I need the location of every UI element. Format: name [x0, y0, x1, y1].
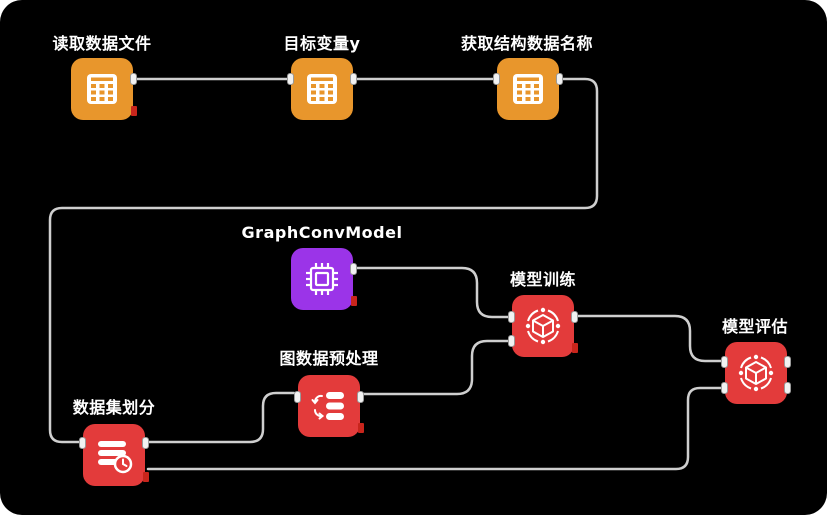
output-port[interactable]	[350, 73, 357, 85]
status-flag	[143, 472, 149, 482]
node-graphconvmodel[interactable]	[291, 248, 357, 310]
status-flag	[572, 343, 578, 353]
edge-preprocess-to-train[interactable]	[361, 339, 511, 396]
input-port[interactable]	[721, 382, 728, 394]
dataset-split-icon	[98, 441, 133, 474]
node-label-model-training: 模型训练	[509, 270, 577, 289]
node-model-training[interactable]	[508, 295, 578, 357]
edge-gcn-to-train[interactable]	[354, 266, 511, 319]
edge-getname-to-split[interactable]	[48, 77, 599, 444]
node-model-evaluation[interactable]	[721, 342, 791, 404]
table-grid-icon	[307, 74, 337, 104]
node-label-dataset-split: 数据集划分	[72, 398, 156, 417]
output-port[interactable]	[350, 263, 357, 275]
status-flag	[351, 296, 357, 306]
output-port[interactable]	[784, 382, 791, 394]
node-graph-preprocess[interactable]	[294, 375, 364, 437]
input-port[interactable]	[287, 73, 294, 85]
table-grid-icon	[87, 74, 117, 104]
node-label-read-data-file: 读取数据文件	[52, 34, 152, 53]
cpu-chip-icon	[306, 263, 338, 295]
edge-split-to-preprocess[interactable]	[146, 391, 296, 444]
input-port[interactable]	[79, 437, 86, 449]
edge-split-to-eval[interactable]	[146, 386, 724, 471]
node-label-target-variable: 目标变量y	[283, 34, 361, 53]
output-port[interactable]	[357, 391, 364, 403]
node-label-graphconvmodel: GraphConvModel	[241, 223, 403, 242]
preprocess-icon	[311, 392, 344, 420]
input-port[interactable]	[721, 356, 728, 368]
output-port[interactable]	[130, 73, 137, 85]
table-grid-icon	[513, 74, 543, 104]
status-flag	[358, 423, 364, 433]
node-get-structure-name[interactable]	[493, 58, 563, 120]
output-port[interactable]	[556, 73, 563, 85]
edge-train-to-eval[interactable]	[576, 314, 724, 363]
input-port[interactable]	[508, 311, 515, 323]
node-read-data-file[interactable]	[71, 58, 137, 120]
node-label-model-evaluation: 模型评估	[721, 317, 789, 336]
output-port[interactable]	[571, 311, 578, 323]
input-port[interactable]	[508, 335, 515, 347]
input-port[interactable]	[294, 391, 301, 403]
node-target-variable[interactable]	[287, 58, 357, 120]
output-port[interactable]	[142, 437, 149, 449]
node-label-get-structure-name: 获取结构数据名称	[460, 34, 594, 53]
input-port[interactable]	[493, 73, 500, 85]
model-cube-icon	[525, 307, 561, 345]
node-dataset-split[interactable]	[79, 424, 149, 486]
model-cube-icon	[738, 354, 774, 392]
node-label-graph-preprocess: 图数据预处理	[279, 349, 379, 368]
output-port[interactable]	[784, 356, 791, 368]
status-flag	[131, 106, 137, 116]
